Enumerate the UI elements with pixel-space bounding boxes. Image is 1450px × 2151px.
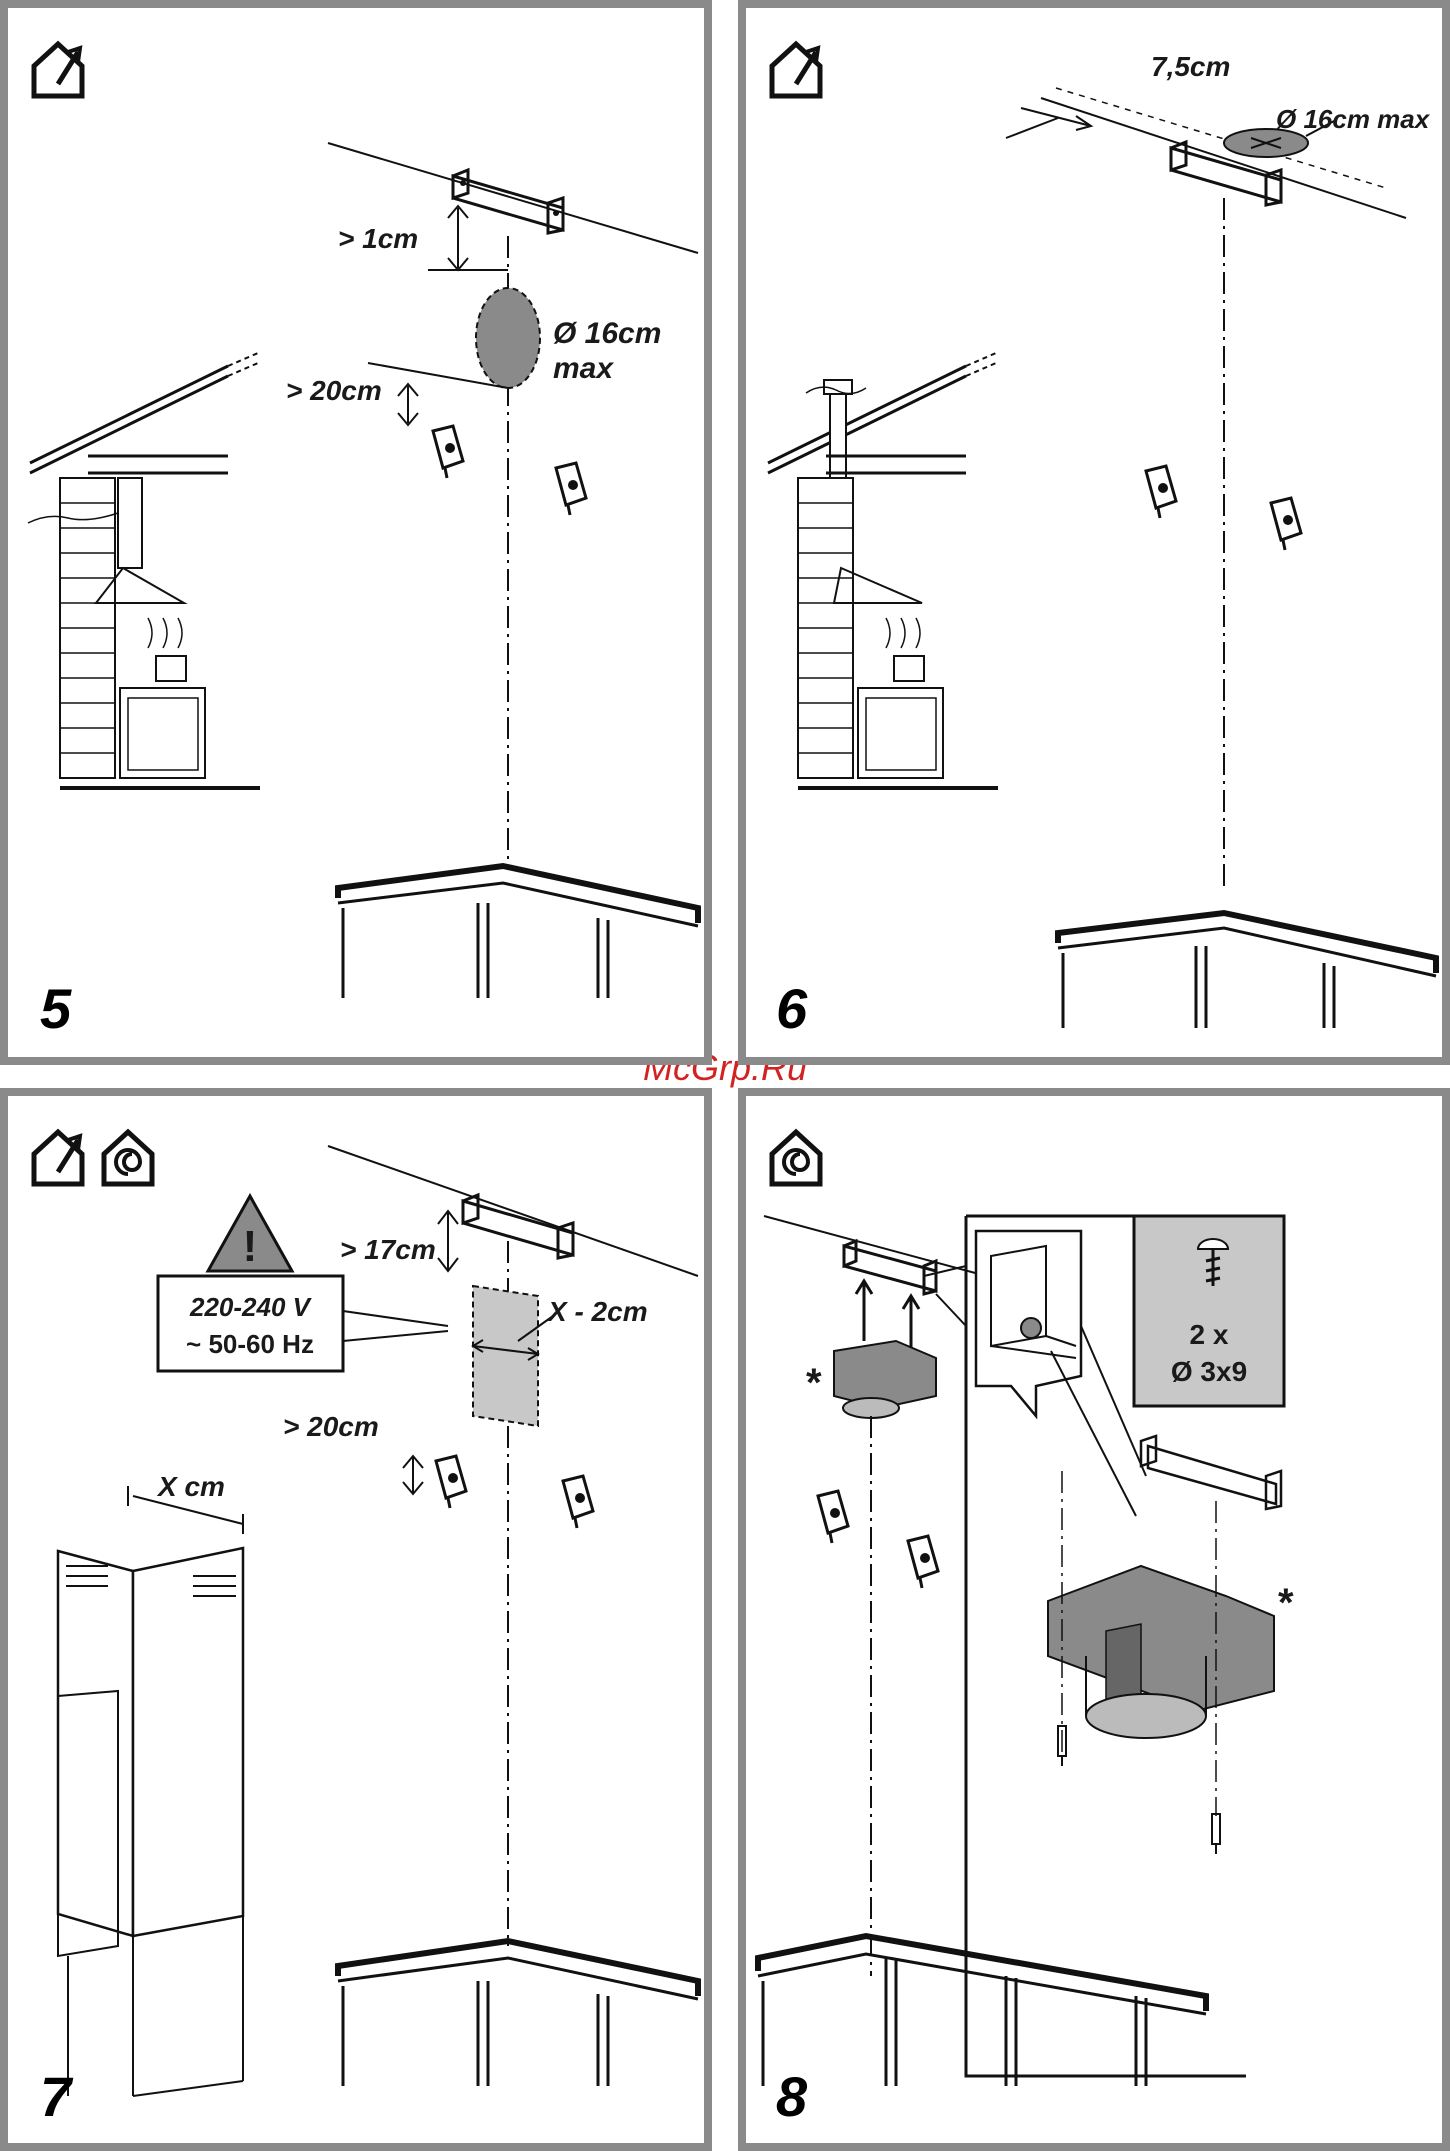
electrical-warning: ! 220-240 V ~ 50-60 Hz	[158, 1196, 448, 1371]
outside-vent-icon	[772, 44, 820, 96]
wall-hook	[433, 426, 463, 478]
wall-hook	[556, 463, 586, 515]
panel-step-8: * 2 x Ø 3x9 *	[738, 1088, 1450, 2151]
wall-hook	[908, 1536, 938, 1588]
label-voltage: 220-240 V	[189, 1292, 313, 1322]
duct-hole	[476, 288, 540, 388]
wall-hook	[436, 1456, 466, 1508]
panel-step-6: 7,5cm Ø 16cm max 6	[738, 0, 1450, 1065]
recirculation-icon	[104, 1132, 152, 1184]
wall-hook	[1271, 498, 1301, 550]
label-gap-top: > 1cm	[338, 223, 418, 254]
kitchen-cabinet	[1058, 913, 1436, 1028]
label-hole: Ø 16cm max	[1276, 104, 1431, 134]
label-offset: 7,5cm	[1151, 51, 1230, 82]
kitchen-cabinet	[338, 866, 698, 998]
label-qty: 2 x	[1190, 1319, 1229, 1350]
wall-bracket	[844, 1241, 936, 1294]
label-hole: Ø 16cm	[553, 317, 661, 350]
outside-vent-icon	[34, 44, 82, 96]
step-number: 8	[776, 2065, 808, 2128]
wall-hook	[818, 1491, 848, 1543]
house-illustration	[28, 353, 260, 788]
label-asterisk-large: *	[1278, 1581, 1294, 1625]
step-number: 5	[40, 977, 72, 1040]
chimney-cover: X cm	[58, 1471, 243, 2096]
label-asterisk-small: *	[806, 1361, 822, 1405]
recirculation-icon	[772, 1132, 820, 1184]
label-frequency: ~ 50-60 Hz	[186, 1329, 314, 1359]
duct-adaptor-small	[834, 1341, 936, 1418]
wall-hook	[1146, 466, 1176, 518]
step-number: 7	[40, 2065, 74, 2128]
panel-step-7: ! 220-240 V ~ 50-60 Hz > 17cm X - 2cm > …	[0, 1088, 712, 2151]
screw-info-box: 2 x Ø 3x9	[1134, 1216, 1284, 1406]
duct-adaptor-large	[1048, 1436, 1281, 1738]
kitchen-cabinet	[338, 1941, 698, 2086]
svg-text:!: !	[243, 1222, 258, 1271]
label-gap-bottom: > 20cm	[286, 375, 382, 406]
label-gap-top: > 17cm	[340, 1234, 436, 1265]
label-gap-bottom: > 20cm	[283, 1411, 379, 1442]
wall-bracket	[453, 170, 563, 233]
label-hole-max: max	[553, 352, 614, 385]
kitchen-cabinet	[758, 1936, 1206, 2086]
screw-icon	[1058, 1726, 1220, 1854]
label-chimney-width: X cm	[156, 1471, 225, 1502]
outside-vent-icon	[34, 1132, 82, 1184]
label-width: X - 2cm	[546, 1296, 648, 1327]
electrical-zone	[473, 1286, 538, 1426]
wall-hook	[563, 1476, 593, 1528]
house-illustration	[768, 353, 998, 788]
panel-step-5: > 1cm Ø 16cm max > 20cm 5	[0, 0, 712, 1065]
label-screw: Ø 3x9	[1171, 1356, 1247, 1387]
step-number: 6	[776, 977, 808, 1040]
